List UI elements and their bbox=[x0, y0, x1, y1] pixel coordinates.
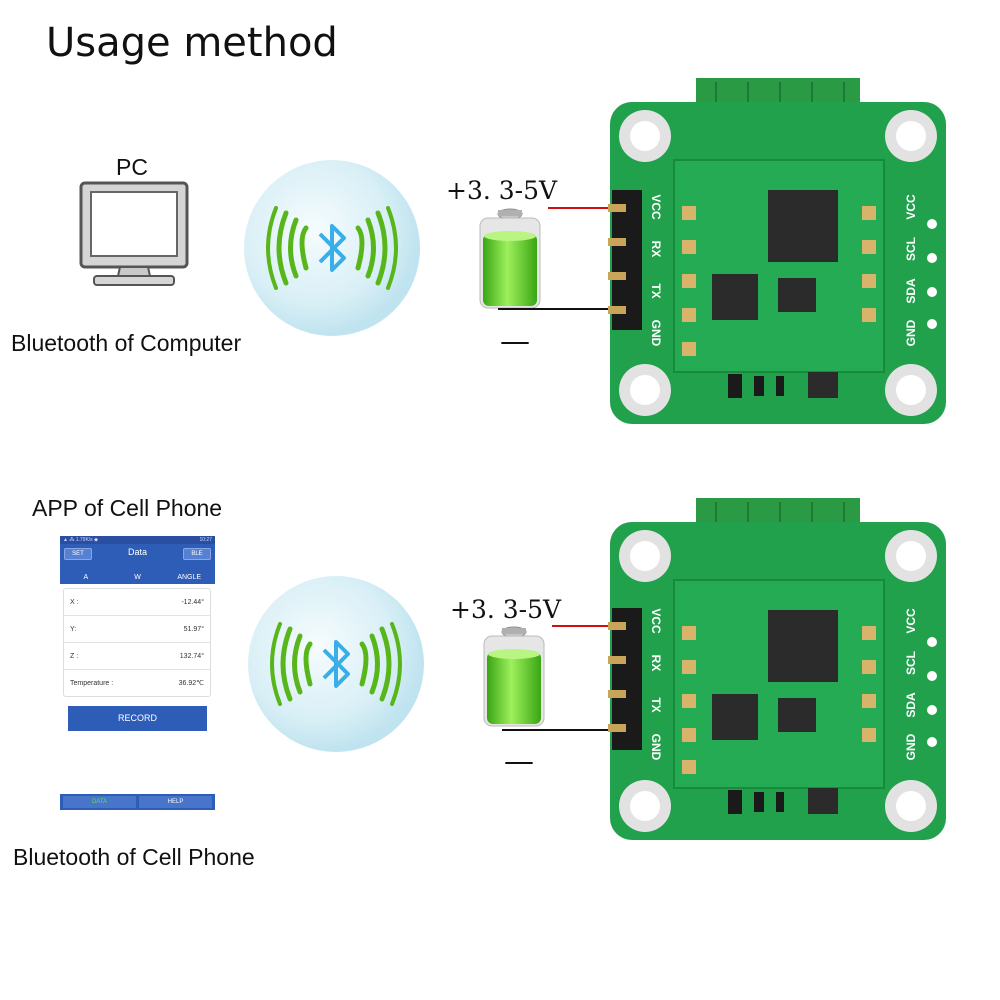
status-left-text: ▲ ⁂ 1.79K/s ◆ bbox=[63, 537, 98, 543]
data-row: Y: 51.97° bbox=[64, 616, 210, 643]
pin-label: SCL bbox=[904, 237, 918, 261]
sensor-module-board bbox=[608, 498, 946, 840]
data-row-value: -12.44° bbox=[181, 598, 204, 606]
phone-label: APP of Cell Phone bbox=[32, 495, 223, 521]
bluetooth-icon bbox=[244, 160, 420, 336]
ble-button[interactable]: BLE bbox=[183, 548, 211, 560]
phone-caption: Bluetooth of Cell Phone bbox=[13, 844, 255, 870]
phone-header-title: Data bbox=[127, 547, 147, 557]
data-row-value: 36.92℃ bbox=[178, 680, 204, 687]
minus-label: — bbox=[504, 744, 534, 779]
data-row-label: X : bbox=[70, 598, 79, 606]
status-time: 10:27 bbox=[199, 537, 212, 543]
pin-label: TX bbox=[649, 697, 663, 713]
pin-label: RX bbox=[649, 654, 663, 672]
page-title: Usage method bbox=[46, 20, 338, 66]
pin-label: GND bbox=[649, 319, 663, 347]
power-wires bbox=[502, 625, 622, 731]
pin-label: SDA bbox=[904, 692, 918, 718]
sensor-module-board bbox=[608, 78, 946, 424]
phone-app-screenshot: ▲ ⁂ 1.79K/s ◆ 10:27 SET Data BLE A W ANG… bbox=[60, 536, 215, 811]
pin-label: TX bbox=[649, 283, 663, 299]
minus-label: — bbox=[500, 324, 530, 359]
pin-label: VCC bbox=[649, 608, 663, 634]
data-row-label: Y: bbox=[70, 625, 77, 633]
board-right-pins: VCC SCL SDA GND bbox=[896, 194, 926, 346]
data-row: X : -12.44° bbox=[64, 589, 210, 616]
set-button[interactable]: SET bbox=[64, 548, 92, 560]
phone-status-bar: ▲ ⁂ 1.79K/s ◆ 10:27 bbox=[60, 536, 215, 544]
phone-tabs: A W ANGLE bbox=[60, 574, 215, 581]
record-button[interactable]: RECORD bbox=[68, 706, 207, 731]
phone-header: SET Data BLE A W ANGLE bbox=[60, 544, 215, 584]
data-row-value: 132.74° bbox=[179, 652, 204, 660]
data-row-value: 51.97° bbox=[183, 625, 204, 633]
data-row-label: Z : bbox=[70, 652, 79, 660]
board-left-pins: VCC RX TX GND bbox=[641, 608, 671, 760]
voltage-label: +3. 3-5V bbox=[446, 176, 558, 205]
pin-label: VCC bbox=[649, 194, 663, 220]
pc-caption: Bluetooth of Computer bbox=[11, 330, 242, 356]
tab-w[interactable]: W bbox=[134, 574, 141, 581]
pin-label: RX bbox=[649, 240, 663, 258]
phone-bottom-bar: DATA HELP bbox=[60, 794, 215, 810]
data-row: Z : 132.74° bbox=[64, 643, 210, 670]
tab-a[interactable]: A bbox=[83, 574, 89, 581]
pc-label: PC bbox=[116, 154, 148, 180]
pin-label: SCL bbox=[904, 651, 918, 675]
bottom-tab-data[interactable]: DATA bbox=[63, 796, 136, 808]
pin-label: GND bbox=[649, 733, 663, 761]
power-wires bbox=[498, 207, 618, 310]
board-right-pins: VCC SCL SDA GND bbox=[896, 608, 926, 760]
battery-icon bbox=[483, 626, 545, 727]
voltage-label: +3. 3-5V bbox=[450, 595, 562, 624]
pin-label: GND bbox=[904, 733, 918, 761]
board-left-pins: VCC RX TX GND bbox=[641, 194, 671, 346]
data-row: Temperature : 36.92℃ bbox=[64, 670, 210, 696]
bottom-tab-help[interactable]: HELP bbox=[139, 796, 212, 808]
pin-label: VCC bbox=[904, 194, 918, 220]
phone-data-card: X : -12.44° Y: 51.97° Z : 132.74° Temperatu… bbox=[63, 588, 211, 697]
computer-monitor-icon bbox=[79, 181, 189, 286]
pin-label: GND bbox=[904, 319, 918, 347]
data-row-label: Temperature : bbox=[70, 679, 114, 687]
tab-angle[interactable]: ANGLE bbox=[177, 574, 202, 581]
bluetooth-icon bbox=[248, 576, 424, 752]
pin-label: SDA bbox=[904, 278, 918, 304]
pin-label: VCC bbox=[904, 608, 918, 634]
